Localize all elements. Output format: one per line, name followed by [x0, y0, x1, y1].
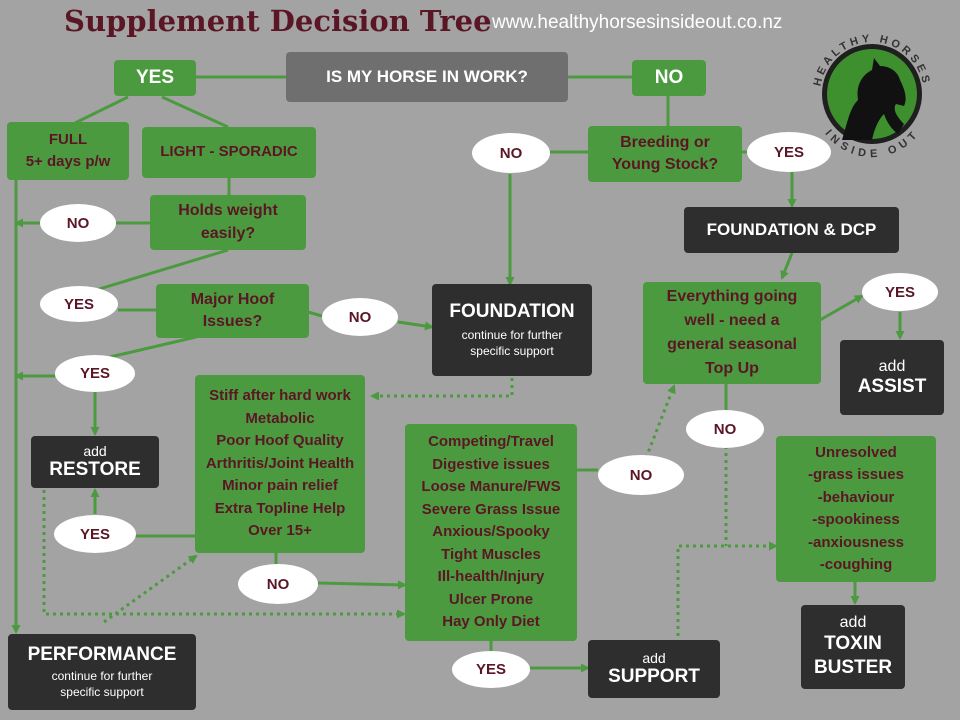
competing-list-node: Competing/Travel Digestive issues Loose … [405, 424, 577, 641]
restore-add-label: add [83, 443, 107, 459]
restore-node: add RESTORE [31, 436, 159, 488]
yes-top-node: YES [114, 60, 196, 96]
everything-well-node: Everything going well - need a general s… [643, 282, 821, 384]
no-holds-oval: NO [40, 204, 116, 242]
holds-weight-node: Holds weight easily? [150, 195, 306, 250]
in-work-label: IS MY HORSE IN WORK? [326, 67, 528, 86]
toxin-add-label: add [839, 614, 867, 631]
yes-breeding-oval: YES [747, 132, 831, 172]
light-sporadic-label: LIGHT - SPORADIC [160, 143, 298, 161]
no-hoof-oval: NO [322, 298, 398, 336]
assist-node: add ASSIST [840, 340, 944, 415]
light-sporadic-node: LIGHT - SPORADIC [142, 127, 316, 178]
no-top-node: NO [632, 60, 706, 96]
restore-name: RESTORE [49, 459, 141, 480]
yes-top-label: YES [135, 66, 175, 88]
support-add-label: add [642, 650, 666, 666]
foundation-subtitle: continue for further specific support [461, 328, 563, 358]
yes-restore-oval: YES [54, 515, 136, 553]
no-competing-oval: NO [598, 455, 684, 495]
toxin-buster-node: add TOXIN BUSTER [801, 605, 905, 689]
performance-subtitle: continue for further specific support [51, 669, 153, 699]
horse-logo-icon: HEALTHY HORSES INSIDE OUT [812, 33, 930, 161]
performance-title: PERFORMANCE [27, 644, 177, 665]
no-stiff-oval: NO [238, 564, 318, 604]
foundation-dcp-node: FOUNDATION & DCP [684, 207, 899, 253]
in-work-node: IS MY HORSE IN WORK? [286, 52, 568, 102]
page-title: Supplement Decision Tree [64, 4, 492, 38]
yes-holds-oval: YES [40, 286, 118, 322]
assist-name: ASSIST [857, 375, 927, 397]
support-node: add SUPPORT [588, 640, 720, 698]
no-top-label: NO [654, 66, 684, 88]
yes-hoof-oval: YES [55, 355, 135, 392]
foundation-dcp-label: FOUNDATION & DCP [706, 220, 877, 239]
performance-node: PERFORMANCE continue for further specifi… [8, 634, 196, 710]
support-name: SUPPORT [608, 666, 700, 687]
unresolved-list-node: Unresolved -grass issues -behaviour -spo… [776, 436, 936, 582]
assist-add-label: add [878, 357, 906, 375]
foundation-title: FOUNDATION [449, 301, 575, 322]
breeding-node: Breeding or Young Stock? [588, 126, 742, 182]
website-url[interactable]: www.healthyhorsesinsideout.co.nz [492, 12, 783, 33]
stiff-list-node: Stiff after hard work Metabolic Poor Hoo… [195, 375, 365, 553]
no-breeding-oval: NO [472, 133, 550, 173]
hoof-issues-node: Major Hoof Issues? [156, 284, 309, 338]
no-everything-oval: NO [686, 410, 764, 448]
yes-everything-oval: YES [862, 273, 938, 311]
toxin-name: TOXIN BUSTER [813, 633, 893, 678]
yes-support-oval: YES [452, 651, 530, 688]
full-work-node: FULL 5+ days p/w [7, 122, 129, 180]
foundation-node: FOUNDATION continue for further specific… [432, 284, 592, 376]
